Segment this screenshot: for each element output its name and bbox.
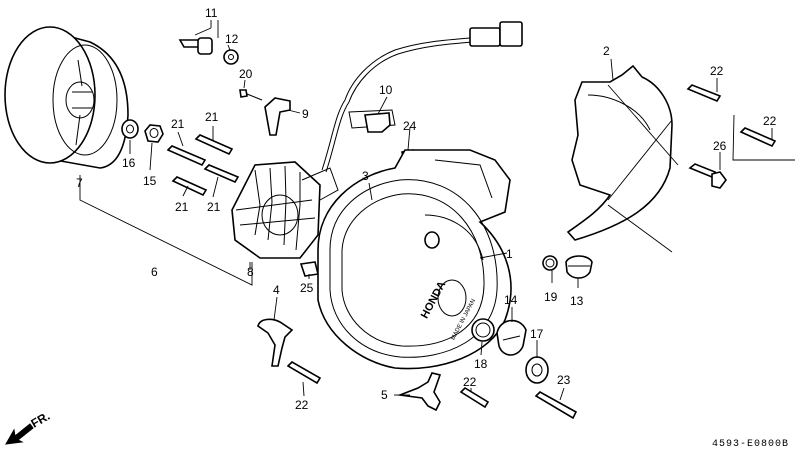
- callout-10: 10: [379, 83, 393, 97]
- callout-5: 5: [381, 388, 388, 402]
- rear-cover: [566, 64, 673, 241]
- callout-22-b: 22: [763, 114, 777, 128]
- callout-3: 3: [362, 169, 369, 183]
- drain-bolt: [688, 163, 717, 179]
- callout-19: 19: [544, 290, 558, 304]
- bracket: [396, 372, 442, 412]
- callout-23: 23: [557, 373, 571, 387]
- callout-8: 8: [247, 265, 254, 279]
- callout-22-a: 22: [710, 64, 724, 78]
- callout-24: 24: [403, 119, 417, 133]
- callout-14: 14: [504, 293, 518, 307]
- washer: [121, 119, 139, 139]
- stud-and-collar: [178, 37, 239, 65]
- stator: [231, 161, 339, 259]
- grommet: [364, 112, 391, 133]
- dowel-pin: [299, 261, 319, 277]
- callout-21-d: 21: [207, 200, 221, 214]
- callout-25: 25: [300, 281, 314, 295]
- drain-bolt-head: [711, 171, 727, 189]
- callout-18: 18: [474, 357, 488, 371]
- callout-15: 15: [143, 174, 157, 188]
- callout-11: 11: [205, 6, 218, 20]
- callout-22-d: 22: [295, 398, 309, 412]
- timing-cap: [565, 255, 593, 279]
- callout-21-a: 21: [171, 117, 185, 131]
- o-ring: [542, 255, 558, 271]
- flywheel: [4, 26, 129, 169]
- arrow-icon: [5, 423, 34, 445]
- bolt: [286, 361, 322, 385]
- callout-12: 12: [225, 32, 239, 46]
- cable-clamp: [257, 318, 294, 367]
- callout-17: 17: [530, 327, 544, 341]
- wiring-harness: [321, 21, 523, 173]
- oil-seal: [525, 356, 549, 384]
- callouts: 11 12 20 9 10 24 16 15 21 21 21 21 7 6 8…: [76, 6, 777, 412]
- callout-13: 13: [570, 294, 584, 308]
- callout-21-b: 21: [205, 110, 219, 124]
- bolt: [459, 386, 490, 409]
- direction-arrow: FR.: [5, 409, 52, 445]
- flywheel-nut: [144, 124, 164, 143]
- callout-22-c: 22: [463, 375, 477, 389]
- cover-bolt: [686, 84, 722, 103]
- bracket-and-screw: [239, 89, 291, 136]
- o-ring: [471, 318, 495, 342]
- leader-lines: [79, 20, 795, 401]
- diagram-code: 4593-E0800B: [712, 439, 789, 450]
- bolt: [534, 391, 578, 420]
- stator-bolts: [166, 134, 240, 197]
- callout-7: 7: [76, 176, 83, 190]
- callout-26: 26: [713, 139, 727, 153]
- callout-16: 16: [122, 156, 136, 170]
- callout-6: 6: [151, 265, 158, 279]
- cover-bolt: [739, 127, 777, 148]
- callout-9: 9: [302, 107, 309, 121]
- crankcase-cover: [317, 149, 512, 370]
- callout-1: 1: [506, 247, 513, 261]
- callout-4: 4: [273, 283, 280, 297]
- callout-21-c: 21: [175, 200, 189, 214]
- callout-20: 20: [239, 67, 253, 81]
- callout-2: 2: [603, 44, 610, 58]
